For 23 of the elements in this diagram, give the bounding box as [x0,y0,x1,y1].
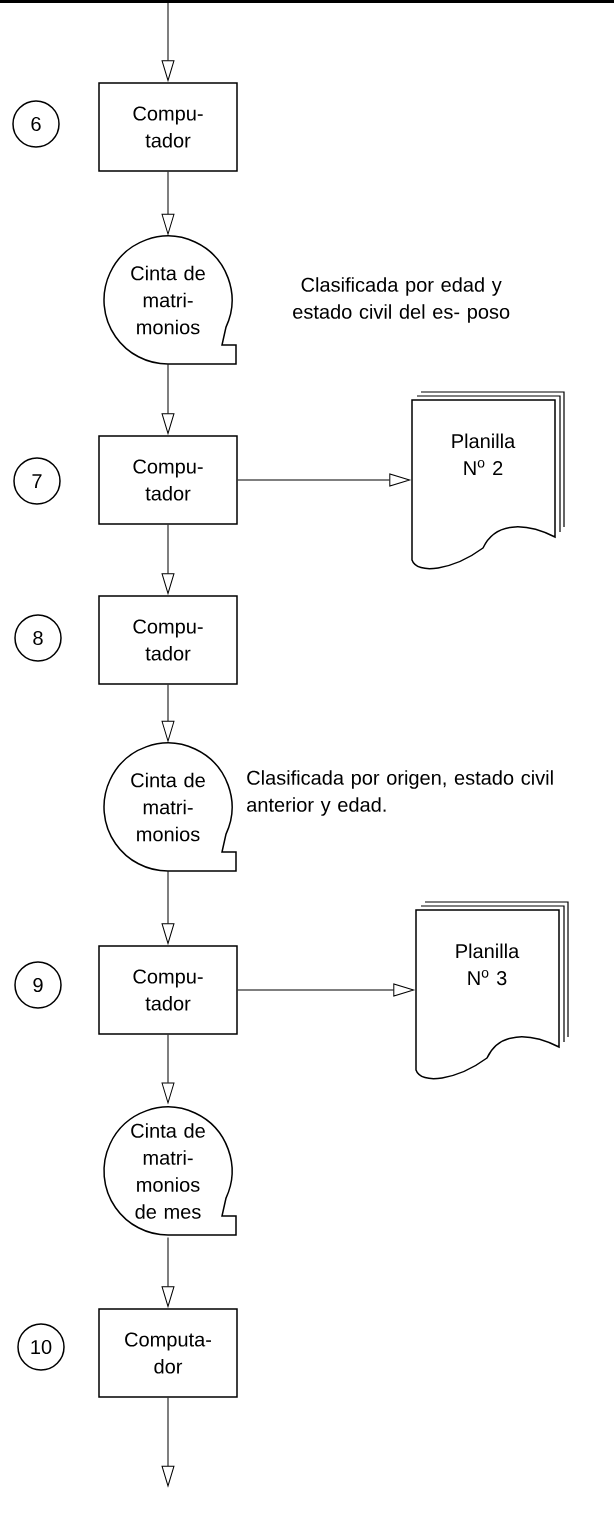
process-box: Computa- dor [98,1308,238,1398]
process-box: Compu- tador [98,435,238,525]
step-number: 6 [12,100,60,148]
arrow [161,684,175,742]
arrow [237,983,415,997]
annotation-text: Clasificada por origen, estado civil anterior y edad. [247,770,553,816]
process-box: Compu- tador [98,945,238,1035]
arrow [161,870,175,944]
annotation-text: Clasificada por edad y estado civil del es- poso [293,277,510,323]
process-box: Compu- tador [98,82,238,172]
step-number: 9 [14,961,62,1009]
arrow [161,1,175,81]
arrow [161,524,175,594]
step-number: 7 [13,457,61,505]
arrow [161,171,175,235]
arrow [161,1034,175,1104]
arrow [161,1236,175,1307]
step-number: 10 [17,1323,65,1371]
arrow [161,363,175,434]
arrow [237,473,411,487]
process-box: Compu- tador [98,595,238,685]
step-number: 8 [14,614,62,662]
arrow [161,1397,175,1487]
